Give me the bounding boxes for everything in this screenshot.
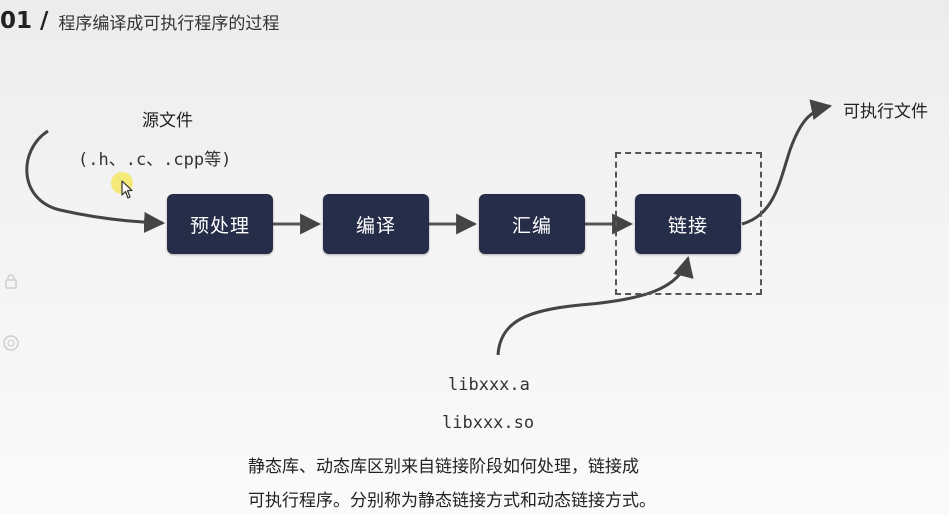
static-library-label: libxxx.a — [448, 375, 530, 395]
executable-label: 可执行文件 — [843, 102, 928, 122]
dynamic-library-label: libxxx.so — [442, 413, 535, 433]
source-file-label: 源文件 — [142, 111, 193, 131]
stage-assemble: 汇编 — [479, 194, 585, 254]
library-to-link-arrow — [496, 255, 694, 356]
badge-icon[interactable] — [0, 332, 22, 354]
source-file-extensions: (.h、.c、.cpp等) — [78, 150, 232, 170]
description-line-2: 可执行程序。分别称为静态链接方式和动态链接方式。 — [248, 491, 656, 511]
cursor-icon — [121, 180, 133, 199]
source-to-preprocess-arrow — [25, 129, 166, 233]
section-number: 01 — [0, 8, 33, 34]
link-dashed-frame — [615, 152, 762, 295]
section-slash: / — [40, 8, 49, 34]
stage-compile: 编译 — [323, 194, 429, 254]
slide-title: 程序编译成可执行程序的过程 — [58, 13, 280, 34]
stage-preprocess: 预处理 — [167, 194, 273, 254]
description-line-1: 静态库、动态库区别来自链接阶段如何处理，链接成 — [248, 457, 639, 477]
link-to-executable-arrow — [741, 99, 833, 226]
stage-link: 链接 — [635, 194, 741, 254]
lock-icon[interactable] — [0, 270, 22, 292]
slide-header: 01 / 程序编译成可执行程序的过程 — [0, 4, 279, 38]
